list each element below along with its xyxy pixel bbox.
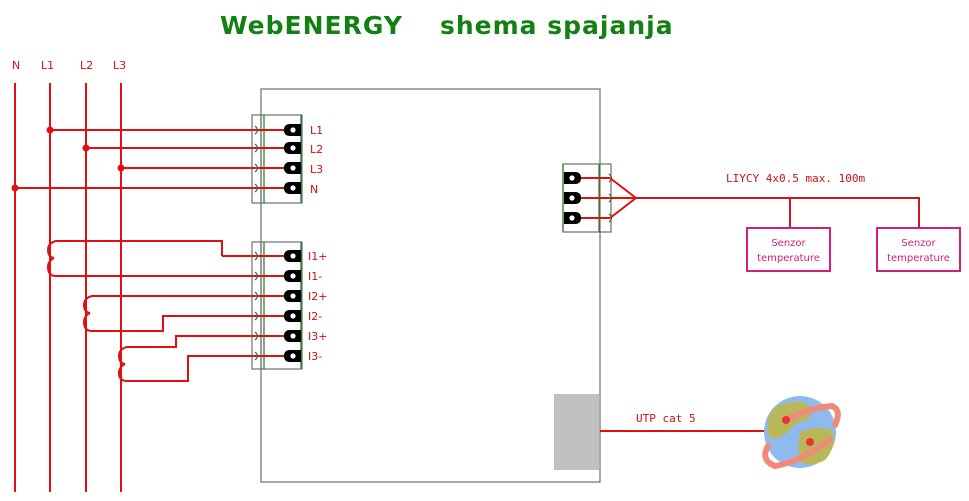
terminal-screw-i3-minus bbox=[284, 350, 301, 362]
terminal-label-i3-plus: I3+ bbox=[308, 330, 327, 343]
terminal-label-i1-minus: I1- bbox=[308, 270, 322, 283]
sensor-1-line1: Senzor bbox=[771, 238, 806, 249]
voltage-wires bbox=[11, 126, 292, 192]
current-transformer-wires bbox=[46, 240, 292, 382]
junction-dot-l1 bbox=[46, 126, 54, 134]
temperature-sensor-2: Senzor temperature bbox=[876, 227, 961, 272]
utp-cable-label: UTP cat 5 bbox=[636, 412, 696, 425]
sensor-2-line1: Senzor bbox=[901, 238, 936, 249]
voltage-terminal-frame bbox=[251, 114, 303, 204]
ethernet-port bbox=[554, 394, 599, 470]
terminal-screw-i1-minus bbox=[284, 270, 301, 282]
terminal-screw-l3 bbox=[284, 162, 301, 174]
ct1-coil-top bbox=[46, 240, 223, 259]
ct3-coil-top bbox=[117, 335, 292, 365]
sensor-2-line2: temperature bbox=[887, 253, 950, 264]
sensor-terminal-screw-1 bbox=[564, 172, 581, 184]
terminal-label-i1-plus: I1+ bbox=[308, 250, 327, 263]
ct3-coil-bottom bbox=[117, 355, 292, 382]
temperature-sensor-1: Senzor temperature bbox=[746, 227, 831, 272]
voltage-terminals: L1 L2 L3 N bbox=[284, 124, 323, 196]
bus-label-n: N bbox=[12, 59, 20, 72]
sensor-2-box bbox=[876, 227, 961, 272]
junction-dot-l2 bbox=[82, 144, 90, 152]
globe-network-icon bbox=[762, 396, 841, 470]
sensor-cable-label: LIYCY 4x0.5 max. 100m bbox=[726, 172, 865, 185]
ct2-coil-top bbox=[82, 295, 292, 314]
current-terminal-block bbox=[251, 241, 303, 370]
ct2-coil-bottom bbox=[82, 312, 292, 332]
terminal-label-n: N bbox=[310, 183, 318, 196]
terminal-screw-l1 bbox=[284, 124, 301, 136]
current-terminal-frame bbox=[251, 241, 303, 370]
terminal-screw-i1-plus bbox=[284, 250, 301, 262]
terminal-label-i2-minus: I2- bbox=[308, 310, 322, 323]
current-terminals: I1+ I1- I2+ I2- I3+ I3- bbox=[284, 250, 327, 363]
terminal-label-l2: L2 bbox=[310, 143, 323, 156]
bus-label-l1: L1 bbox=[41, 59, 54, 72]
sensor-terminal-screw-2 bbox=[564, 192, 581, 204]
terminal-screw-n bbox=[284, 182, 301, 194]
terminal-screw-i2-plus bbox=[284, 290, 301, 302]
junction-dot-n bbox=[11, 184, 19, 192]
junction-dot-l3 bbox=[117, 164, 125, 172]
terminal-screw-i2-minus bbox=[284, 310, 301, 322]
bus-label-l3: L3 bbox=[113, 59, 126, 72]
terminal-wire-segments bbox=[252, 125, 290, 361]
title-subtitle: shema spajanja bbox=[440, 11, 674, 40]
bus-label-l2: L2 bbox=[80, 59, 93, 72]
terminal-label-l3: L3 bbox=[310, 163, 323, 176]
terminal-screw-i3-plus bbox=[284, 330, 301, 342]
terminal-screw-l2 bbox=[284, 142, 301, 154]
terminal-label-i3-minus: I3- bbox=[308, 350, 322, 363]
terminal-label-l1: L1 bbox=[310, 124, 323, 137]
ct1-coil-bottom bbox=[46, 257, 292, 277]
sensor-terminal-block bbox=[562, 163, 613, 233]
sensor-terminals bbox=[564, 172, 581, 224]
sensor-terminal-screw-3 bbox=[564, 212, 581, 224]
terminal-label-i2-plus: I2+ bbox=[308, 290, 327, 303]
sensor-1-box bbox=[746, 227, 831, 272]
title-brand: WebENERGY bbox=[220, 11, 403, 40]
sensor-1-line2: temperature bbox=[757, 253, 820, 264]
